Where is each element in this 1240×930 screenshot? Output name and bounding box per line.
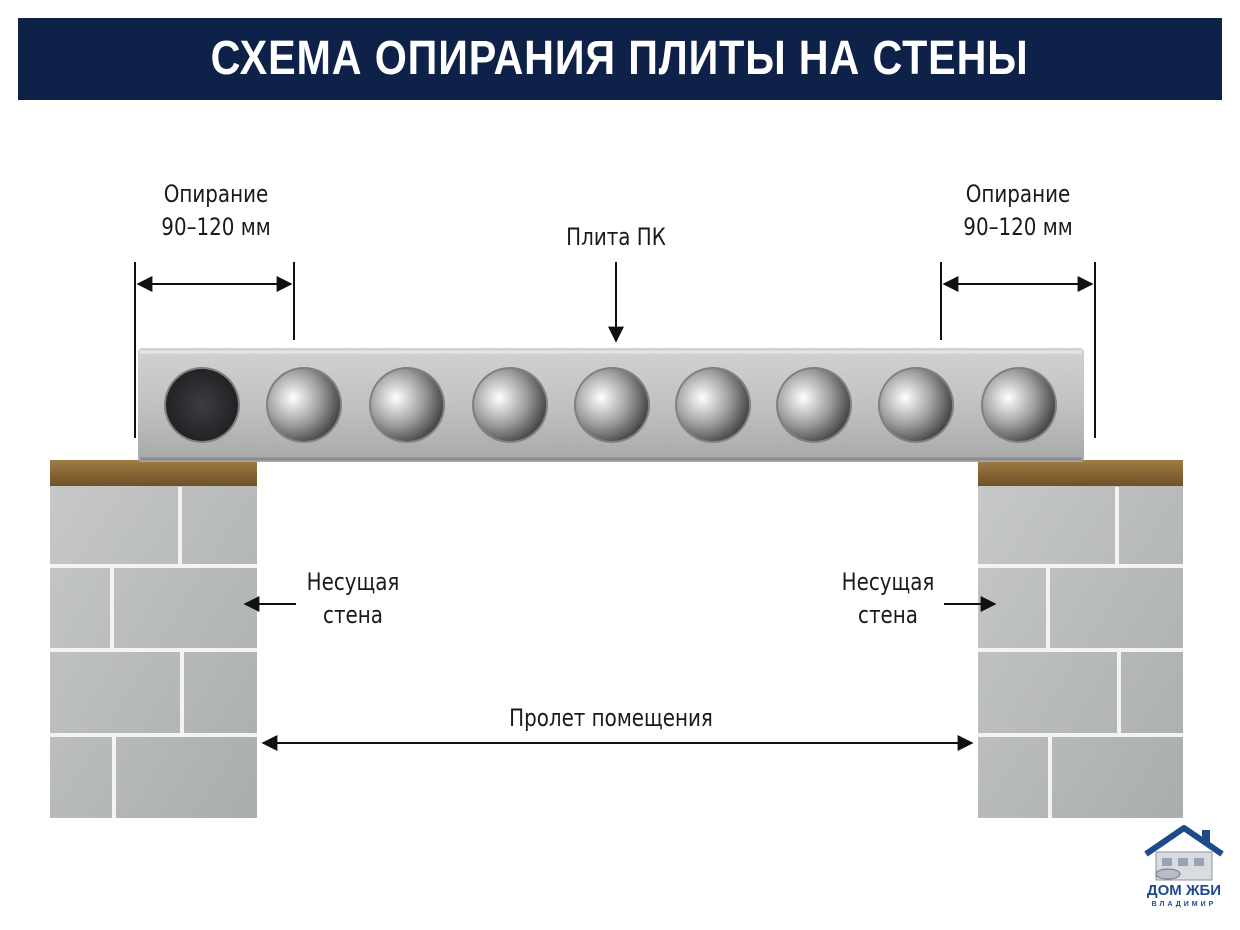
right-wall-label: Несущая стена: [841, 568, 935, 629]
left-support-label: Опирание 90–120 мм: [161, 180, 271, 241]
title-banner: СХЕМА ОПИРАНИЯ ПЛИТЫ НА СТЕНЫ: [18, 18, 1222, 100]
slab-core-hole: [983, 369, 1055, 441]
right-wall: [978, 485, 1183, 818]
logo-name: ДОМ ЖБИ: [1146, 882, 1222, 899]
slab-core-hole: [166, 369, 238, 441]
logo-city: ВЛАДИМИР: [1151, 901, 1217, 908]
house-logo-icon: [1144, 825, 1224, 881]
page-title: СХЕМА ОПИРАНИЯ ПЛИТЫ НА СТЕНЫ: [211, 32, 1029, 85]
left-wood-bed: [50, 460, 257, 486]
hollow-core-slab: [138, 348, 1084, 462]
right-wood-bed: [978, 460, 1183, 486]
left-wall-label: Несущая стена: [306, 568, 400, 629]
slab-core-hole: [474, 369, 546, 441]
slab-label: Плита ПК: [566, 223, 666, 251]
slab-core-hole: [371, 369, 443, 441]
slab-core-hole: [268, 369, 340, 441]
slab-core-hole: [778, 369, 850, 441]
slab-core-hole: [576, 369, 648, 441]
slab-core-hole: [677, 369, 749, 441]
right-support-label: Опирание 90–120 мм: [963, 180, 1073, 241]
left-wall: [50, 485, 257, 818]
slab-core-hole: [880, 369, 952, 441]
span-label: Пролет помещения: [509, 704, 713, 732]
company-logo: ДОМ ЖБИ ВЛАДИМИР: [1138, 822, 1230, 922]
